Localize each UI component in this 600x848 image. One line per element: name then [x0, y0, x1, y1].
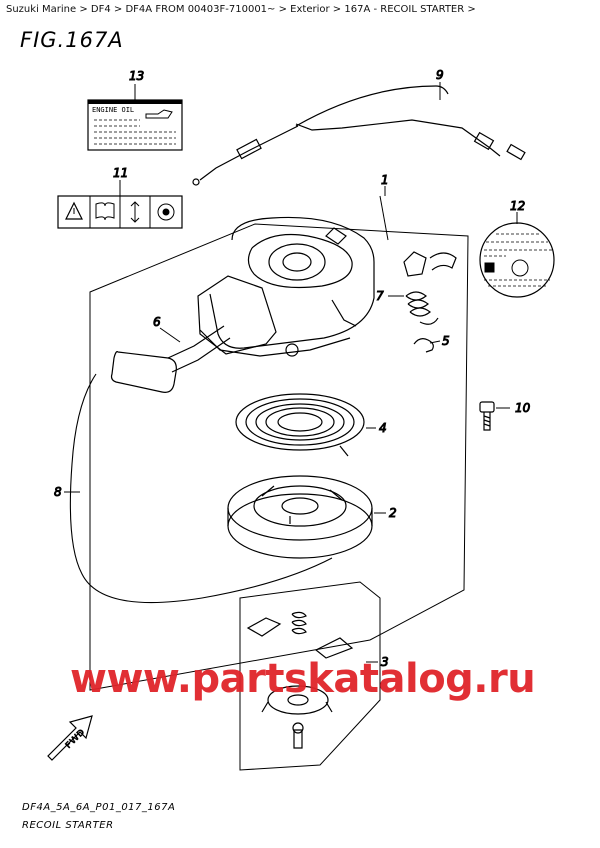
- leader-5: [429, 340, 441, 344]
- breadcrumb-item-df4[interactable]: DF4: [90, 4, 111, 15]
- cable-clamp-part: [403, 251, 457, 325]
- callout-13: 13: [129, 69, 144, 83]
- watermark-link[interactable]: www.partskatalog.ru: [70, 656, 536, 702]
- fwd-arrow-label: FWD: [64, 727, 88, 751]
- subassembly-boundary: [239, 581, 381, 771]
- ratchet-set-part: [246, 611, 354, 749]
- breadcrumb-item-suzuki-marine[interactable]: Suzuki Marine: [6, 4, 77, 15]
- box-leader-1: [379, 195, 389, 241]
- breadcrumb-item-model[interactable]: DF4A FROM 00403F-710001~: [125, 4, 276, 15]
- callout-11: 11: [113, 166, 128, 180]
- recoil-spring-part: [235, 393, 365, 457]
- engine-oil-label-text: ENGINE OIL: [92, 106, 134, 114]
- rope-reel-part: [227, 475, 373, 559]
- starter-case-part: [197, 216, 375, 357]
- bolt-part: [479, 401, 495, 431]
- callout-5: 5: [442, 334, 450, 348]
- callout-4: 4: [379, 421, 387, 435]
- round-sticker-part: [479, 222, 555, 298]
- breadcrumb-separator: >: [275, 4, 291, 15]
- figure-title: FIG.167A: [20, 28, 124, 52]
- fwd-arrow-icon: [47, 715, 93, 761]
- callout-12: 12: [510, 199, 525, 213]
- assembly-boundary: [89, 223, 469, 691]
- breadcrumb-separator: >: [464, 4, 476, 15]
- callout-9: 9: [436, 68, 444, 82]
- warning-label-part: [57, 195, 183, 229]
- callout-6: 6: [153, 315, 161, 329]
- throttle-cable-part: [192, 85, 526, 186]
- breadcrumb-separator: >: [110, 4, 126, 15]
- leader-6: [159, 327, 181, 343]
- e-ring-part: [413, 338, 434, 353]
- breadcrumb: Suzuki Marine > DF4 > DF4A FROM 00403F-7…: [6, 4, 476, 15]
- figure-code: DF4A_5A_6A_P01_017_167A: [22, 802, 176, 813]
- starter-handle-part: [110, 325, 231, 393]
- breadcrumb-separator: >: [329, 4, 345, 15]
- callout-3: 3: [381, 655, 389, 669]
- engine-oil-label-part: ENGINE OIL: [87, 99, 183, 151]
- breadcrumb-separator: >: [76, 4, 91, 15]
- breadcrumb-item-recoil-starter[interactable]: 167A - RECOIL STARTER: [344, 4, 465, 15]
- breadcrumb-item-exterior[interactable]: Exterior: [290, 4, 330, 15]
- callout-1: 1: [381, 173, 389, 187]
- callout-2: 2: [389, 506, 397, 520]
- callout-7: 7: [376, 289, 384, 303]
- callout-8: 8: [54, 485, 62, 499]
- figure-name: RECOIL STARTER: [22, 820, 114, 831]
- callout-10: 10: [515, 401, 531, 415]
- starter-rope-part: [69, 373, 333, 604]
